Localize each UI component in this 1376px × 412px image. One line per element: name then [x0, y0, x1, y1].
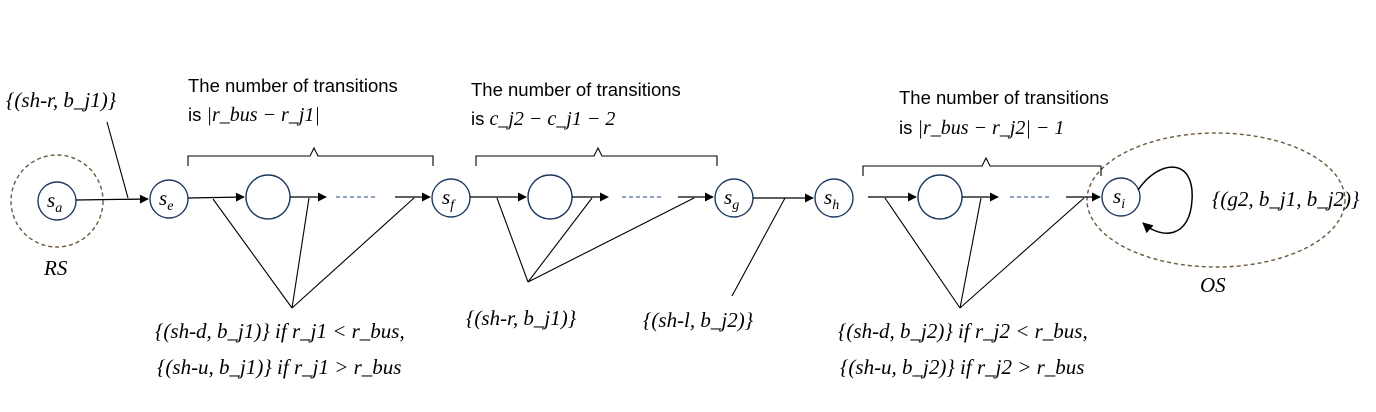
label-entry-action: {(sh-r, b_j1)}	[6, 88, 117, 112]
fan-2a	[496, 197, 529, 283]
state-sf	[431, 178, 471, 218]
fan-1c	[291, 197, 415, 309]
brace-1-line2: is |r_bus − r_j1|	[188, 104, 320, 126]
label-sa: sa	[47, 188, 63, 217]
state-se	[149, 179, 189, 219]
brace-3-line2: is |r_bus − r_j2| − 1	[899, 117, 1065, 139]
fan-3c	[959, 197, 1085, 309]
state-sh	[814, 178, 854, 218]
fan-3b	[959, 197, 982, 309]
label-rs: RS	[44, 256, 68, 280]
brace-2-line2: is c_j2 − c_j1 − 2	[471, 108, 616, 130]
fan-1b	[291, 197, 310, 309]
label-right-2: {(sh-r, b_j1)}	[466, 306, 577, 330]
fan-2c	[527, 197, 695, 283]
label-down-up-3-line1: {(sh-d, b_j2)} if r_j2 < r_bus,	[838, 319, 1088, 343]
connector-entry	[106, 121, 129, 199]
label-sh: sh	[824, 185, 840, 214]
label-se: se	[159, 186, 174, 215]
state-sa	[37, 181, 77, 221]
label-down-up-1-line2: {(sh-u, b_j1)} if r_j1 > r_bus	[157, 355, 402, 379]
self-loop-si	[1137, 166, 1193, 234]
label-si: si	[1113, 184, 1126, 213]
state-unnamed-1	[245, 174, 291, 220]
arrow-sa-se	[75, 194, 149, 204]
fan-2b	[527, 197, 593, 283]
label-sg: sg	[724, 185, 740, 214]
label-os: OS	[1200, 273, 1226, 297]
os-region	[1086, 132, 1346, 268]
state-unnamed-2	[527, 174, 573, 220]
arrow-se-1	[187, 192, 245, 202]
fan-1a	[212, 198, 293, 309]
brace-1-line1: The number of transitions	[188, 75, 398, 96]
state-si	[1101, 177, 1141, 217]
brace-2	[475, 146, 718, 166]
state-unnamed-3	[917, 174, 963, 220]
label-down-up-3-line2: {(sh-u, b_j2)} if r_j2 > r_bus	[840, 355, 1085, 379]
label-sf: sf	[442, 185, 455, 214]
label-goal-loop: {(g2, b_j1, b_j2)}	[1212, 187, 1360, 211]
brace-3-line1: The number of transitions	[899, 87, 1109, 108]
rs-region	[10, 154, 104, 248]
label-down-up-1-line1: {(sh-d, b_j1)} if r_j1 < r_bus,	[155, 319, 405, 343]
brace-1	[187, 146, 434, 166]
connector-left-g	[731, 197, 786, 297]
fan-3a	[884, 197, 961, 309]
brace-2-line1: The number of transitions	[471, 79, 681, 100]
brace-3	[862, 156, 1102, 176]
label-left-g: {(sh-l, b_j2)}	[643, 308, 754, 332]
